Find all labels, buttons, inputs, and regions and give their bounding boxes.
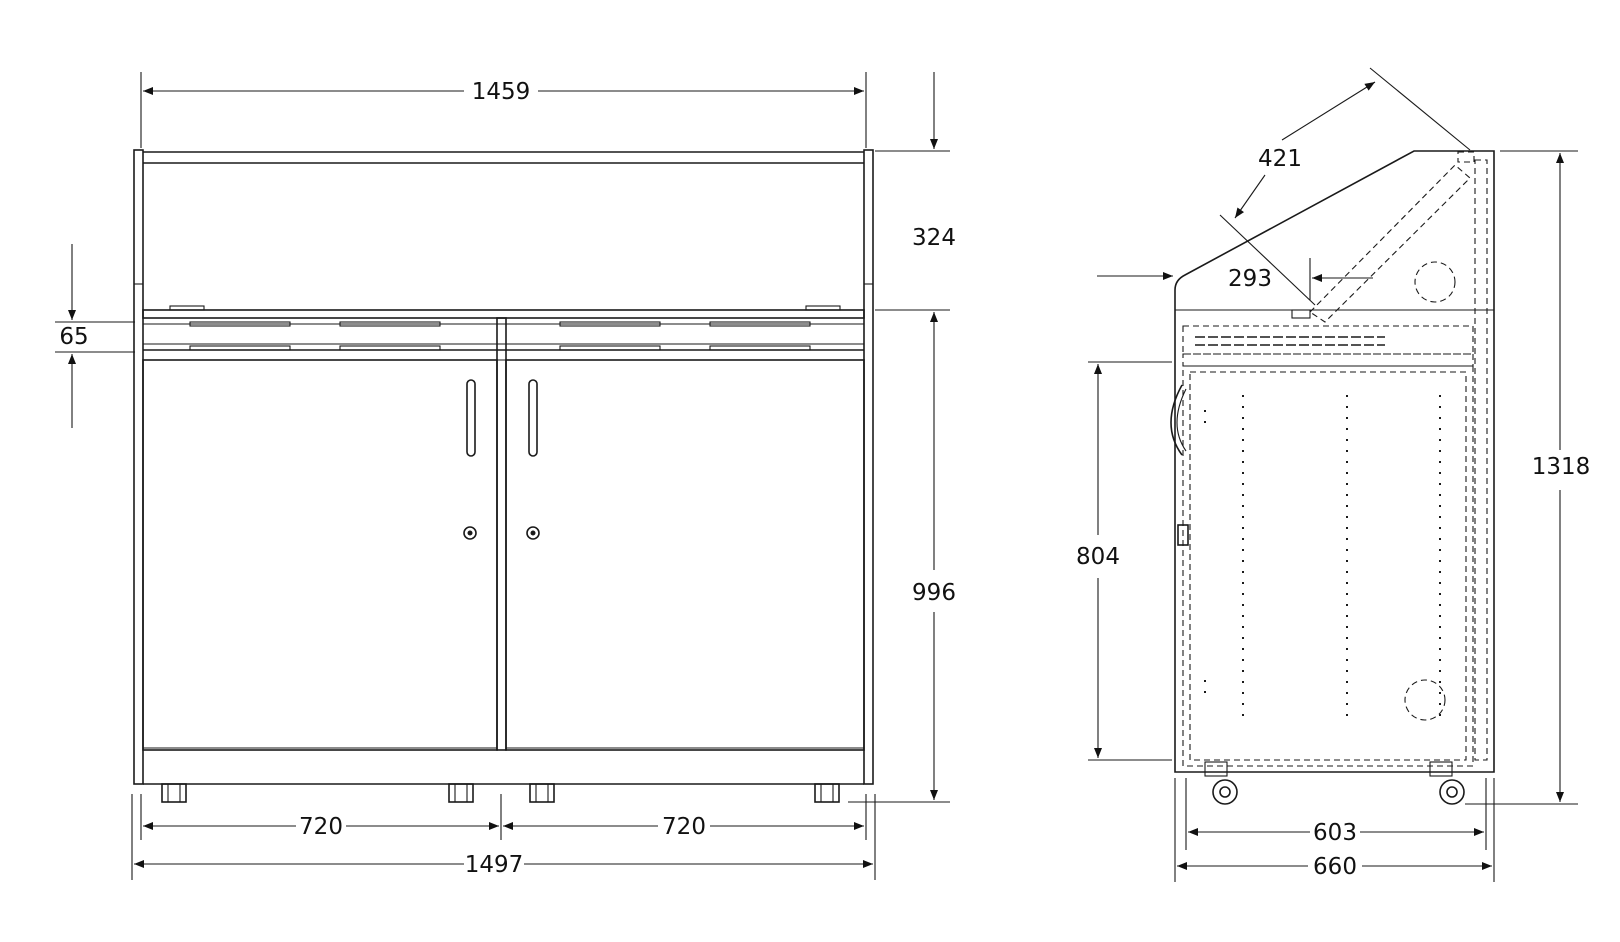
lock-right-icon [526,526,540,540]
dim-603: 603 [1185,778,1487,850]
svg-text:293: 293 [1228,266,1272,292]
dim-324: 324 [875,72,956,311]
center-divider [496,317,507,751]
front-wheels [161,783,840,803]
right-door [505,359,865,751]
dim-804: 804 [1076,361,1172,761]
side-casters [1204,761,1465,805]
svg-text:324: 324 [912,225,956,251]
side-profile [1174,150,1495,773]
door-handle-left [466,379,476,457]
svg-text:660: 660 [1313,854,1357,880]
dim-660: 660 [1174,778,1495,882]
dim-1318: 1318 [1465,150,1591,805]
dim-293: 293 [1228,258,1373,300]
svg-text:1459: 1459 [472,79,531,105]
svg-text:804: 804 [1076,544,1120,570]
svg-text:603: 603 [1313,820,1357,846]
lock-left-icon [463,526,477,540]
dim-421: 421 [1219,67,1471,306]
dim-1497: 1497 [131,794,876,880]
side-view: 421 293 804 1318 [1076,67,1591,882]
svg-text:996: 996 [912,580,956,606]
dim-720: 720 720 [140,794,867,840]
svg-text:421: 421 [1258,146,1302,172]
work-surface [142,309,865,319]
svg-text:1318: 1318 [1532,454,1591,480]
svg-text:1497: 1497 [465,852,524,878]
svg-text:720: 720 [662,814,706,840]
dim-1459: 1459 [140,72,867,148]
svg-text:720: 720 [299,814,343,840]
vent-bottom-icon [1404,679,1446,721]
vent-top-icon [1414,261,1456,303]
dim-65: 65 [55,244,135,428]
svg-text:65: 65 [59,324,88,350]
side-handle [1170,384,1183,456]
dim-996: 996 [848,312,956,803]
left-door [142,359,498,751]
left-post [133,149,144,785]
right-post [863,149,874,785]
front-view: 1459 324 65 996 [55,72,956,880]
door-handle-right [528,379,538,457]
hinge-icon [1177,524,1189,546]
